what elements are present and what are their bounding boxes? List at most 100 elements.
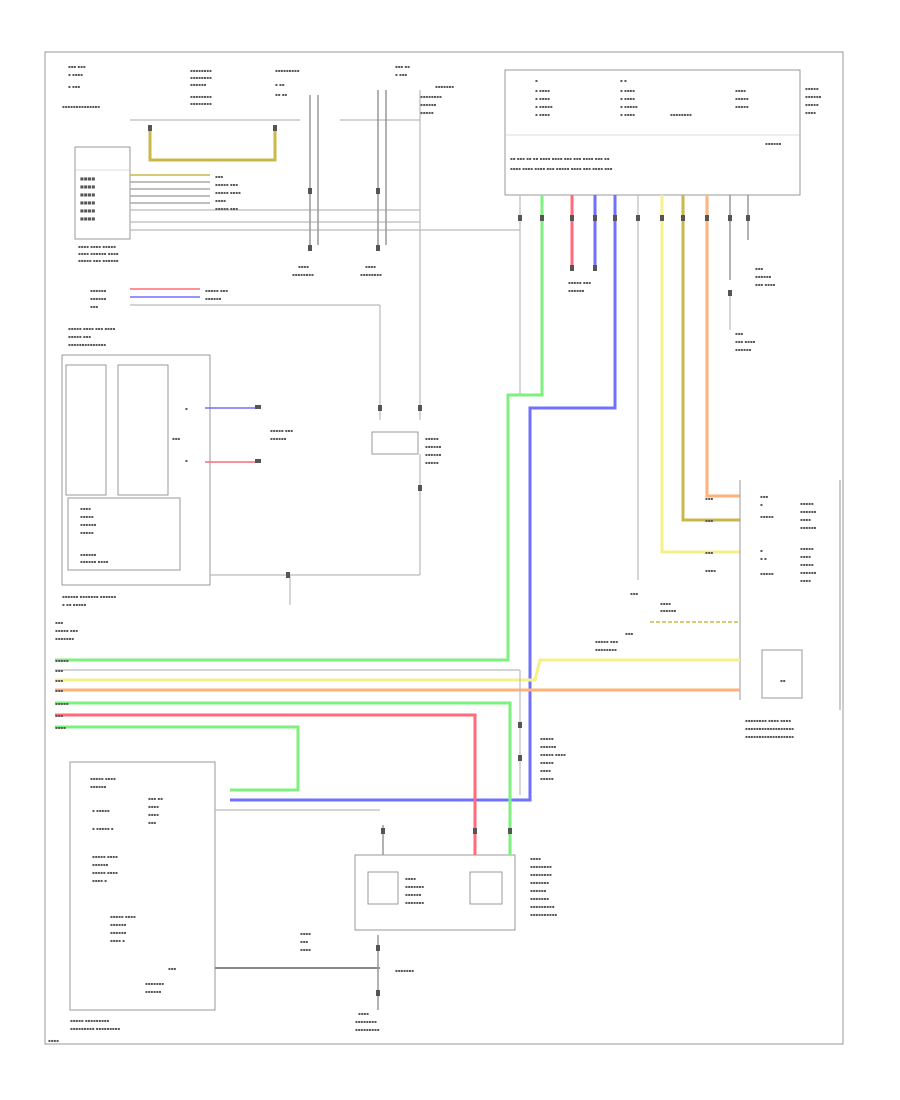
svg-text:▪▪▪▪▪: ▪▪▪▪▪ bbox=[80, 514, 94, 519]
svg-text:▪▪▪▪▪▪: ▪▪▪▪▪▪ bbox=[800, 509, 817, 514]
svg-text:▪▪▪▪: ▪▪▪▪ bbox=[300, 947, 311, 952]
svg-text:▪ ▪▪▪▪: ▪ ▪▪▪▪ bbox=[620, 96, 635, 101]
svg-text:▪▪▪▪: ▪▪▪▪ bbox=[800, 554, 811, 559]
svg-text:▪▪▪▪▪▪: ▪▪▪▪▪▪ bbox=[800, 525, 817, 530]
svg-text:▪ ▪: ▪ ▪ bbox=[620, 78, 627, 83]
svg-text:▪▪▪▪▪ ▪▪▪▪: ▪▪▪▪▪ ▪▪▪▪ bbox=[90, 776, 116, 781]
svg-text:▪ ▪▪▪▪: ▪ ▪▪▪▪ bbox=[535, 88, 550, 93]
middle-relay: ▪▪▪▪▪ ▪▪▪▪▪▪ ▪▪▪▪▪▪ ▪▪▪▪▪ bbox=[371, 431, 442, 575]
svg-text:▪▪▪▪▪▪▪▪▪▪▪▪▪▪: ▪▪▪▪▪▪▪▪▪▪▪▪▪▪ bbox=[62, 104, 100, 109]
svg-text:▪▪▪▪: ▪▪▪▪ bbox=[805, 110, 816, 115]
svg-text:▪▪▪ ▪▪▪▪: ▪▪▪ ▪▪▪▪ bbox=[735, 339, 756, 344]
legend-lines: ▪▪▪▪▪▪ ▪▪▪▪▪▪ ▪▪▪ ▪▪▪▪▪ ▪▪▪ ▪▪▪▪▪▪ ▪▪▪▪▪… bbox=[68, 288, 381, 420]
svg-text:▪▪▪▪▪: ▪▪▪▪▪ bbox=[735, 96, 749, 101]
svg-text:▪▪▪▪▪▪: ▪▪▪▪▪▪ bbox=[540, 744, 557, 749]
svg-text:▪▪▪▪▪ ▪▪▪ ▪▪▪▪▪▪: ▪▪▪▪▪ ▪▪▪ ▪▪▪▪▪▪ bbox=[78, 258, 119, 263]
svg-text:▪▪▪▪▪: ▪▪▪▪▪ bbox=[420, 110, 434, 115]
svg-text:▪▪▪▪▪: ▪▪▪▪▪ bbox=[540, 736, 554, 741]
svg-text:▪▪▪▪▪▪: ▪▪▪▪▪▪ bbox=[205, 296, 222, 301]
svg-text:▪▪▪▪: ▪▪▪▪ bbox=[55, 725, 66, 730]
svg-text:▪▪▪▪▪▪▪: ▪▪▪▪▪▪▪ bbox=[530, 880, 549, 885]
svg-text:▪▪▪: ▪▪▪ bbox=[705, 496, 713, 501]
svg-text:▪▪ ▪▪▪ ▪▪ ▪▪ ▪▪▪▪ ▪▪▪▪ ▪▪▪ ▪▪▪: ▪▪ ▪▪▪ ▪▪ ▪▪ ▪▪▪▪ ▪▪▪▪ ▪▪▪ ▪▪▪ ▪▪▪▪ ▪▪▪ … bbox=[510, 156, 610, 161]
svg-text:▪▪▪: ▪▪▪ bbox=[172, 436, 180, 441]
svg-text:▪▪▪▪▪▪▪: ▪▪▪▪▪▪▪ bbox=[435, 84, 454, 89]
svg-text:▪▪▪▪: ▪▪▪▪ bbox=[148, 812, 159, 817]
svg-text:▪ ▪▪▪▪▪ ▪: ▪ ▪▪▪▪▪ ▪ bbox=[92, 826, 114, 831]
svg-text:▪▪▪: ▪▪▪ bbox=[168, 966, 176, 971]
svg-text:▪: ▪ bbox=[535, 78, 538, 83]
svg-text:▪▪ ▪▪: ▪▪ ▪▪ bbox=[275, 92, 287, 97]
svg-text:▪: ▪ bbox=[185, 458, 188, 463]
svg-text:▪▪▪▪▪: ▪▪▪▪▪ bbox=[805, 102, 819, 107]
bottom-left-module: ▪▪▪▪▪ ▪▪▪▪ ▪▪▪▪▪▪ ▪ ▪▪▪▪▪ ▪ ▪▪▪▪▪ ▪ ▪▪▪ … bbox=[69, 761, 414, 1032]
svg-text:▪▪▪▪▪: ▪▪▪▪▪ bbox=[425, 436, 439, 441]
svg-text:▪▪▪▪▪▪: ▪▪▪▪▪▪ bbox=[90, 296, 107, 301]
svg-text:▪▪▪▪▪ ▪▪▪▪▪▪▪▪▪: ▪▪▪▪▪ ▪▪▪▪▪▪▪▪▪ bbox=[70, 1018, 110, 1023]
svg-text:▪▪▪▪▪▪: ▪▪▪▪▪▪ bbox=[80, 552, 97, 557]
svg-text:▪▪▪▪▪▪: ▪▪▪▪▪▪ bbox=[805, 94, 822, 99]
svg-text:▪▪▪▪▪▪▪▪▪▪▪▪▪▪: ▪▪▪▪▪▪▪▪▪▪▪▪▪▪ bbox=[68, 342, 106, 347]
svg-text:▪▪▪▪▪: ▪▪▪▪▪ bbox=[800, 546, 814, 551]
svg-text:▪▪▪▪▪▪: ▪▪▪▪▪▪ bbox=[660, 608, 677, 613]
svg-text:▪▪▪ ▪▪▪▪: ▪▪▪ ▪▪▪▪ bbox=[755, 282, 776, 287]
svg-text:▪▪▪▪▪▪▪▪: ▪▪▪▪▪▪▪▪ bbox=[530, 864, 552, 869]
top-left-wires: ▪▪▪ ▪▪▪▪▪ ▪▪▪ ▪▪▪▪▪ ▪▪▪▪ ▪▪▪▪ ▪▪▪▪▪ ▪▪▪ … bbox=[130, 90, 520, 420]
svg-text:▪▪▪▪: ▪▪▪▪ bbox=[705, 568, 716, 573]
svg-text:▪▪▪▪▪▪: ▪▪▪▪▪▪ bbox=[755, 274, 772, 279]
page-marker: ▪▪▪▪ bbox=[48, 1038, 59, 1043]
svg-text:▪▪▪▪▪▪▪▪: ▪▪▪▪▪▪▪▪ bbox=[595, 647, 617, 652]
svg-text:▪▪▪▪▪ ▪▪▪: ▪▪▪▪▪ ▪▪▪ bbox=[215, 206, 238, 211]
svg-text:▪▪▪▪▪▪▪▪: ▪▪▪▪▪▪▪▪ bbox=[670, 112, 692, 117]
svg-text:▪▪▪▪▪: ▪▪▪▪▪ bbox=[55, 658, 69, 663]
svg-text:▪▪▪▪▪▪▪▪: ▪▪▪▪▪▪▪▪ bbox=[190, 75, 212, 80]
svg-text:▪▪▪▪▪▪: ▪▪▪▪▪▪ bbox=[90, 288, 107, 293]
svg-text:▪▪▪▪▪: ▪▪▪▪▪ bbox=[800, 501, 814, 506]
svg-text:▪▪▪▪▪▪: ▪▪▪▪▪▪ bbox=[735, 347, 752, 352]
svg-text:▪▪▪▪▪▪: ▪▪▪▪▪▪ bbox=[568, 288, 585, 293]
svg-text:▪▪▪▪▪: ▪▪▪▪▪ bbox=[55, 701, 69, 706]
svg-text:▪▪▪▪▪▪▪▪▪: ▪▪▪▪▪▪▪▪▪ bbox=[275, 68, 300, 73]
svg-text:▪▪▪▪▪▪▪▪: ▪▪▪▪▪▪▪▪ bbox=[530, 872, 552, 877]
svg-text:▪: ▪ bbox=[760, 502, 763, 507]
svg-text:▪▪▪▪▪ ▪▪▪▪: ▪▪▪▪▪ ▪▪▪▪ bbox=[540, 752, 566, 757]
svg-text:▪▪▪▪▪▪ ▪▪▪▪: ▪▪▪▪▪▪ ▪▪▪▪ bbox=[80, 559, 109, 564]
svg-text:▪▪▪▪▪▪: ▪▪▪▪▪▪ bbox=[800, 570, 817, 575]
svg-text:▪▪▪▪▪▪▪▪: ▪▪▪▪▪▪▪▪ bbox=[360, 272, 382, 277]
svg-text:▪▪▪▪▪▪▪▪▪ ▪▪▪▪▪▪▪▪▪: ▪▪▪▪▪▪▪▪▪ ▪▪▪▪▪▪▪▪▪ bbox=[70, 1026, 120, 1031]
svg-text:▪▪▪▪▪▪: ▪▪▪▪▪▪ bbox=[425, 444, 442, 449]
svg-text:▪▪▪▪▪▪▪▪▪: ▪▪▪▪▪▪▪▪▪ bbox=[530, 904, 555, 909]
svg-text:▪▪▪▪▪ ▪▪▪: ▪▪▪▪▪ ▪▪▪ bbox=[215, 182, 238, 187]
svg-text:▪▪▪▪: ▪▪▪▪ bbox=[148, 804, 159, 809]
svg-text:▪▪▪▪▪▪▪▪: ▪▪▪▪▪▪▪▪ bbox=[190, 68, 212, 73]
svg-text:▪▪▪: ▪▪▪ bbox=[760, 494, 768, 499]
svg-text:▪ ▪▪▪▪▪: ▪ ▪▪▪▪▪ bbox=[535, 104, 553, 109]
svg-text:▪ ▪▪▪▪: ▪ ▪▪▪▪ bbox=[535, 96, 550, 101]
svg-text:▪▪▪▪▪▪: ▪▪▪▪▪▪ bbox=[405, 892, 422, 897]
svg-text:▪ ▪▪▪: ▪ ▪▪▪ bbox=[68, 84, 80, 89]
svg-text:▪▪▪▪▪▪▪▪▪▪▪▪▪▪▪▪▪▪: ▪▪▪▪▪▪▪▪▪▪▪▪▪▪▪▪▪▪ bbox=[745, 734, 794, 739]
svg-text:▪ ▪▪▪▪▪: ▪ ▪▪▪▪▪ bbox=[620, 104, 638, 109]
svg-text:▪▪▪▪▪▪▪▪▪: ▪▪▪▪▪▪▪▪▪ bbox=[355, 1027, 380, 1032]
svg-text:▪ ▪▪▪▪▪: ▪ ▪▪▪▪▪ bbox=[92, 808, 110, 813]
svg-text:▪▪▪ ▪▪: ▪▪▪ ▪▪ bbox=[395, 64, 410, 69]
svg-text:▪▪▪: ▪▪▪ bbox=[735, 331, 743, 336]
svg-text:▪▪▪▪▪ ▪▪▪▪: ▪▪▪▪▪ ▪▪▪▪ bbox=[92, 870, 118, 875]
svg-text:▪▪▪: ▪▪▪ bbox=[215, 174, 223, 179]
svg-text:▪▪▪▪▪: ▪▪▪▪▪ bbox=[80, 530, 94, 535]
svg-text:▪▪▪▪▪▪▪: ▪▪▪▪▪▪▪ bbox=[405, 884, 424, 889]
svg-text:▪ ▪▪▪▪: ▪ ▪▪▪▪ bbox=[620, 112, 635, 117]
svg-text:▪▪▪▪▪ ▪▪▪: ▪▪▪▪▪ ▪▪▪ bbox=[55, 628, 78, 633]
svg-text:■■■■: ■■■■ bbox=[80, 192, 95, 197]
right-module: ▪▪▪ ▪ ▪▪▪▪▪ ▪ ▪ ▪ ▪▪▪▪▪ ▪▪▪▪▪ ▪▪▪▪▪▪ ▪▪▪… bbox=[595, 480, 841, 739]
svg-text:▪▪▪▪: ▪▪▪▪ bbox=[80, 506, 91, 511]
svg-text:▪▪▪ ▪▪▪: ▪▪▪ ▪▪▪ bbox=[68, 64, 86, 69]
svg-text:▪▪▪▪▪▪: ▪▪▪▪▪▪ bbox=[110, 922, 127, 927]
svg-text:▪▪▪▪▪ ▪▪▪: ▪▪▪▪▪ ▪▪▪ bbox=[68, 334, 91, 339]
svg-text:▪▪▪▪▪▪: ▪▪▪▪▪▪ bbox=[145, 989, 162, 994]
svg-text:▪ ▪▪▪▪: ▪ ▪▪▪▪ bbox=[68, 72, 83, 77]
svg-text:▪▪▪▪: ▪▪▪▪ bbox=[800, 517, 811, 522]
svg-text:▪▪▪▪▪▪▪▪ ▪▪▪▪ ▪▪▪▪: ▪▪▪▪▪▪▪▪ ▪▪▪▪ ▪▪▪▪ bbox=[745, 718, 791, 723]
svg-text:▪▪▪▪▪▪: ▪▪▪▪▪▪ bbox=[420, 102, 437, 107]
